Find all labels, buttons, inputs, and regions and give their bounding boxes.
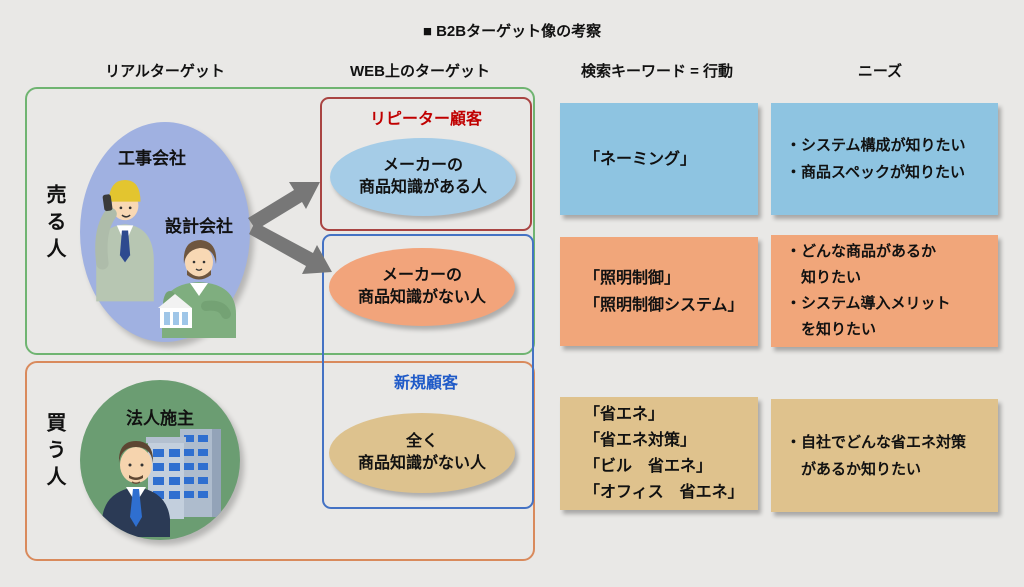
buyer-circle: 法人施主 <box>80 380 240 540</box>
businessman-and-building-illustration <box>102 429 221 537</box>
keywords-box-zero-knowledge: 「省エネ」 「省エネ対策」 「ビル 省エネ」 「オフィス 省エネ」 <box>560 397 758 510</box>
new-customer-label: 新規顧客 <box>393 375 458 392</box>
repeater-customer-label: リピーター顧客 <box>369 111 482 128</box>
buyer-group-box <box>25 361 535 561</box>
buyer-group-label: 買う人 <box>43 412 65 493</box>
construction-worker-illustration <box>95 180 154 302</box>
needs-box-repeater: ・システム構成が知りたい ・商品スペックが知りたい <box>771 103 998 215</box>
keywords-box-no-knowledge: 「照明制御」 「照明制御システム」 <box>560 237 758 346</box>
office-building-icon <box>146 429 221 519</box>
keywords-box-repeater: 「ネーミング」 <box>560 103 758 215</box>
diagram-title: ■ B2Bターゲット像の考察 <box>422 23 602 40</box>
corporate-owner-label: 法人施主 <box>126 409 194 428</box>
architect-illustration <box>158 240 236 338</box>
repeater-customer-box: リピーター顧客 <box>320 97 532 231</box>
seller-group-box <box>25 87 535 355</box>
has-product-knowledge-ellipse: メーカーの 商品知識がある人 <box>330 138 516 216</box>
new-customer-box <box>322 234 534 509</box>
house-model-icon <box>158 294 192 328</box>
design-company-label: 設計会社 <box>165 217 233 236</box>
needs-box-no-knowledge: ・どんな商品があるか 知りたい ・システム導入メリット を知りたい <box>771 235 998 347</box>
zero-product-knowledge-ellipse: 全く 商品知識がない人 <box>329 413 515 493</box>
needs-box-zero-knowledge: ・自社でどんな省エネ対策 があるか知りたい <box>771 399 998 512</box>
seller-group-label: 売る人 <box>43 184 65 265</box>
construction-company-label: 工事会社 <box>118 149 186 168</box>
businessman-icon <box>102 441 170 537</box>
column-header-real-target: リアルターゲット <box>105 63 225 80</box>
no-product-knowledge-ellipse: メーカーの 商品知識がない人 <box>329 248 515 326</box>
seller-ellipse: 工事会社 設計会社 <box>80 122 250 342</box>
column-header-search-keyword: 検索キーワード = 行動 <box>580 63 734 80</box>
column-header-needs: ニーズ <box>857 63 903 80</box>
column-header-web-target: WEB上のターゲット <box>350 63 490 80</box>
